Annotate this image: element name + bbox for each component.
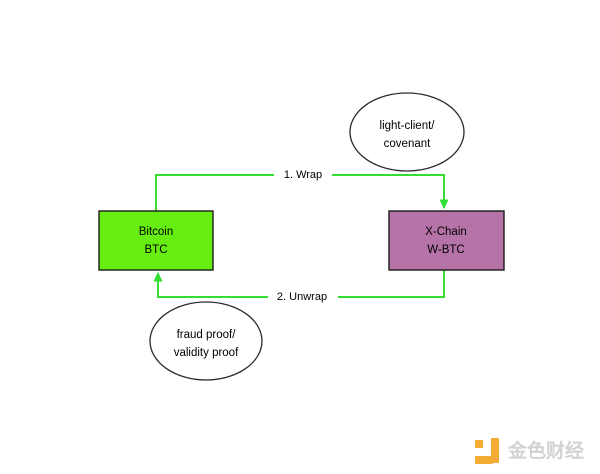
jinse-logo-bar-vertical — [490, 438, 499, 463]
node-xchain-rect[interactable] — [388, 210, 505, 271]
edge-wrap: 1. Wrap — [155, 166, 449, 211]
edge-unwrap-label-bg — [268, 288, 338, 305]
edge-wrap-label-bg — [274, 166, 332, 183]
edge-unwrap-label: 2. Unwrap — [277, 291, 327, 303]
node-light-client[interactable]: light-client/ covenant — [349, 92, 465, 172]
node-light-client-ellipse[interactable] — [349, 92, 465, 172]
edge-unwrap: 2. Unwrap — [153, 270, 445, 305]
node-bitcoin[interactable]: Bitcoin BTC — [98, 210, 214, 271]
node-xchain-label-line2: W-BTC — [427, 244, 464, 256]
node-xchain[interactable]: X-Chain W-BTC — [388, 210, 505, 271]
node-fraud-proof-label-line2: validity proof — [174, 347, 239, 359]
node-fraud-proof-ellipse[interactable] — [149, 301, 263, 381]
node-xchain-label-line1: X-Chain — [425, 226, 467, 238]
node-bitcoin-label-line1: Bitcoin — [139, 226, 174, 238]
node-fraud-proof[interactable]: fraud proof/ validity proof — [149, 301, 263, 381]
node-fraud-proof-label-line1: fraud proof/ — [177, 329, 237, 341]
watermark: 金色财经 — [474, 438, 584, 464]
jinse-logo-dot — [474, 440, 483, 448]
node-bitcoin-rect[interactable] — [98, 210, 214, 271]
jinse-logo-bar-horizontal — [474, 456, 493, 464]
node-light-client-label-line1: light-client/ — [380, 120, 436, 132]
node-bitcoin-label-line2: BTC — [145, 244, 168, 256]
jinse-logo-icon — [474, 438, 501, 464]
edge-wrap-label: 1. Wrap — [284, 169, 322, 181]
watermark-text: 金色财经 — [507, 439, 584, 462]
node-light-client-label-line2: covenant — [384, 138, 431, 150]
